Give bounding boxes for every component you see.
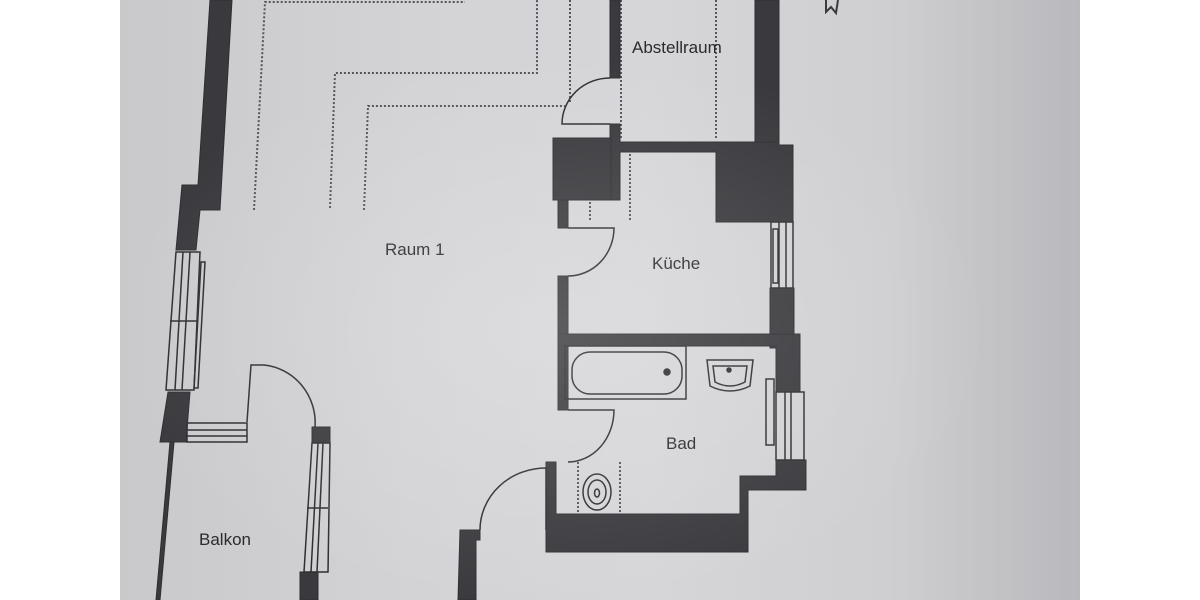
floor-plan-photo: Abstellraum Raum 1 Küche Bad Balkon <box>120 0 1080 600</box>
washbasin-fixture <box>706 359 754 392</box>
north-arrow-icon <box>825 0 839 16</box>
windows <box>165 221 805 573</box>
room-label-abstellraum: Abstellraum <box>632 38 722 57</box>
room-label-bad: Bad <box>666 434 697 453</box>
left-margin <box>0 0 120 600</box>
dotted-guides <box>253 0 717 520</box>
room-label-raum1: Raum 1 <box>385 240 445 259</box>
doors <box>246 77 615 531</box>
floor-plan-drawing <box>155 0 839 600</box>
walls <box>155 0 807 600</box>
room-label-balkon: Balkon <box>199 530 251 549</box>
toilet-fixture <box>582 473 612 511</box>
right-margin <box>1080 0 1200 600</box>
room-label-kueche: Küche <box>652 254 701 273</box>
bathtub-fixture <box>564 345 687 400</box>
